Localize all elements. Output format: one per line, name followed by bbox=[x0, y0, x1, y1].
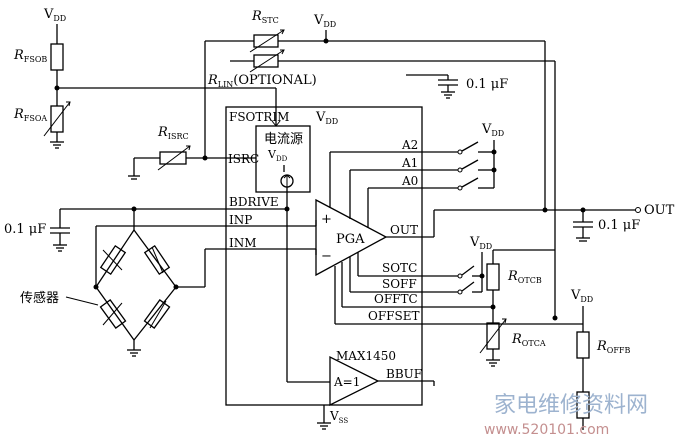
inp-pin-label: INP bbox=[229, 213, 252, 227]
offset-pin-label: OFFSET bbox=[368, 309, 419, 323]
bbuf-pin-label: BBUF bbox=[386, 367, 422, 381]
cap-out-label: 0.1 μF bbox=[598, 218, 640, 233]
rstc-label: RSTC bbox=[251, 9, 279, 25]
fsotrim-pin-label: FSOTRIM bbox=[229, 110, 289, 124]
buffer-label: A=1 bbox=[333, 375, 360, 389]
risrc-resistor bbox=[159, 151, 187, 165]
current-source-block bbox=[255, 125, 311, 193]
rlin-label: RLIN(OPTIONAL) bbox=[207, 73, 317, 89]
a1-pin-label: A1 bbox=[401, 156, 418, 170]
rstc-resistor bbox=[253, 34, 279, 48]
sotc-vdd-label: VDD bbox=[469, 235, 492, 251]
pga-minus: − bbox=[321, 249, 332, 264]
pga-amplifier bbox=[315, 198, 388, 277]
rfsob-resistor bbox=[50, 43, 64, 71]
rotcb-label: ROTCB bbox=[507, 269, 542, 285]
isrc-pin-label: ISRC bbox=[228, 152, 259, 166]
left-vdd-label: VDD bbox=[43, 7, 66, 23]
vss-label: VSS bbox=[329, 409, 348, 425]
inm-pin-label: INM bbox=[229, 236, 257, 250]
current-source-vdd: VDD bbox=[267, 148, 288, 163]
offtc-pin-label: OFFTC bbox=[374, 292, 418, 306]
bdrive-pin-label: BDRIVE bbox=[229, 195, 279, 209]
out-pin-label: OUT bbox=[390, 223, 418, 237]
out-terminal-label: OUT bbox=[644, 203, 675, 218]
top-vdd-label: VDD bbox=[313, 13, 336, 29]
pga-plus: + bbox=[321, 212, 332, 227]
pga-label: PGA bbox=[336, 232, 365, 247]
soff-pin-label: SOFF bbox=[382, 277, 417, 291]
address-switches bbox=[457, 141, 497, 191]
rotca-label: ROTCA bbox=[511, 332, 546, 348]
watermark-cn: 家电维修资料网 bbox=[494, 393, 648, 418]
chip-name: MAX1450 bbox=[336, 349, 396, 363]
rfsob-label: RFSOB bbox=[13, 48, 47, 64]
roffb-vdd-label: VDD bbox=[570, 288, 593, 304]
switch-vdd-label: VDD bbox=[481, 122, 504, 138]
cap-left-label: 0.1 μF bbox=[4, 222, 46, 237]
chip-vdd-label: VDD bbox=[315, 110, 338, 126]
cap-top-label: 0.1 μF bbox=[466, 77, 508, 92]
rotcb-resistor bbox=[486, 263, 500, 291]
rfsoa-label: RFSOA bbox=[13, 107, 47, 123]
risrc-label: RISRC bbox=[157, 125, 189, 141]
roffb-label: ROFFB bbox=[596, 339, 630, 355]
bridge-sensor bbox=[93, 229, 179, 357]
sotc-pin-label: SOTC bbox=[382, 261, 417, 275]
sotc-soff-switches bbox=[457, 265, 485, 295]
a2-pin-label: A2 bbox=[401, 138, 418, 152]
watermark-url: www.520101.com bbox=[484, 422, 609, 438]
current-source-label: 电流源 bbox=[264, 132, 303, 147]
roffb-resistor bbox=[576, 331, 590, 359]
a0-pin-label: A0 bbox=[401, 174, 418, 188]
buffer-amplifier bbox=[329, 355, 380, 407]
sensor-label: 传感器 bbox=[20, 290, 59, 306]
